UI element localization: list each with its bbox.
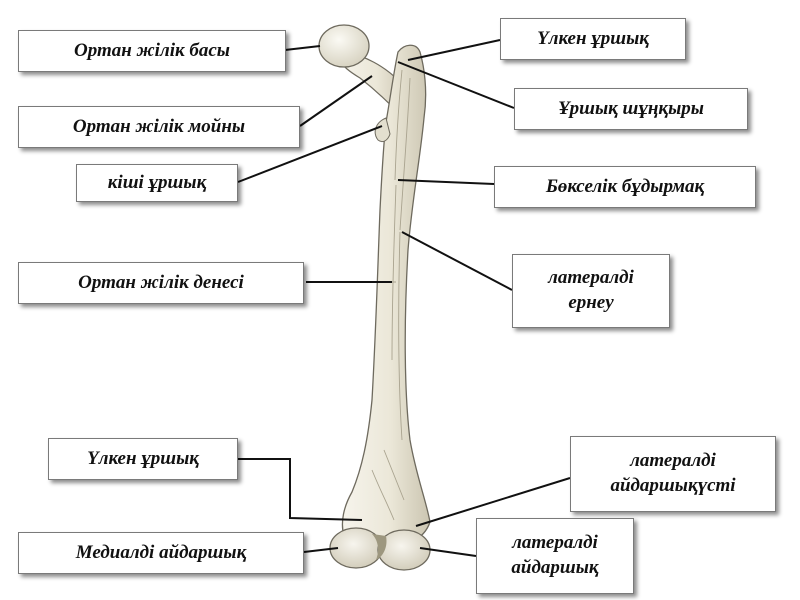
label-lateral-condyle: латералді айдаршық bbox=[476, 518, 634, 594]
label-lateral-condyle-line1: латералді bbox=[512, 531, 598, 556]
label-trochanteric-fossa: Ұршық шұңқыры bbox=[514, 88, 748, 130]
label-lateral-lip-line2: ернеу bbox=[568, 291, 613, 316]
label-femur-head: Ортан жілік басы bbox=[18, 30, 286, 72]
leader-femur-head bbox=[285, 46, 320, 50]
label-lateral-epicondyle-line1: латералді bbox=[630, 449, 716, 474]
label-greater-trochanter-top: Үлкен ұршық bbox=[500, 18, 686, 60]
label-lateral-epicondyle-line2: айдаршықүсті bbox=[610, 474, 735, 499]
leader-greater-trochanter-top bbox=[408, 40, 500, 60]
leader-greater-trochanter-bottom bbox=[236, 459, 362, 520]
label-lateral-epicondyle: латералді айдаршықүсті bbox=[570, 436, 776, 512]
leader-lateral-lip bbox=[402, 232, 512, 290]
label-femur-body: Ортан жілік денесі bbox=[18, 262, 304, 304]
leader-femur-neck bbox=[300, 76, 372, 126]
label-lateral-lip: латералді ернеу bbox=[512, 254, 670, 328]
label-lateral-condyle-line2: айдаршық bbox=[511, 556, 598, 581]
label-gluteal-tuberosity: Бөкселік бұдырмақ bbox=[494, 166, 756, 208]
label-lateral-lip-line1: латералді bbox=[548, 266, 634, 291]
label-femur-neck: Ортан жілік мойны bbox=[18, 106, 300, 148]
label-greater-trochanter-bottom: Үлкен ұршық bbox=[48, 438, 238, 480]
label-lesser-trochanter: кіші ұршық bbox=[76, 164, 238, 202]
label-medial-condyle: Медиалді айдаршық bbox=[18, 532, 304, 574]
femur-head-shape bbox=[319, 25, 369, 67]
